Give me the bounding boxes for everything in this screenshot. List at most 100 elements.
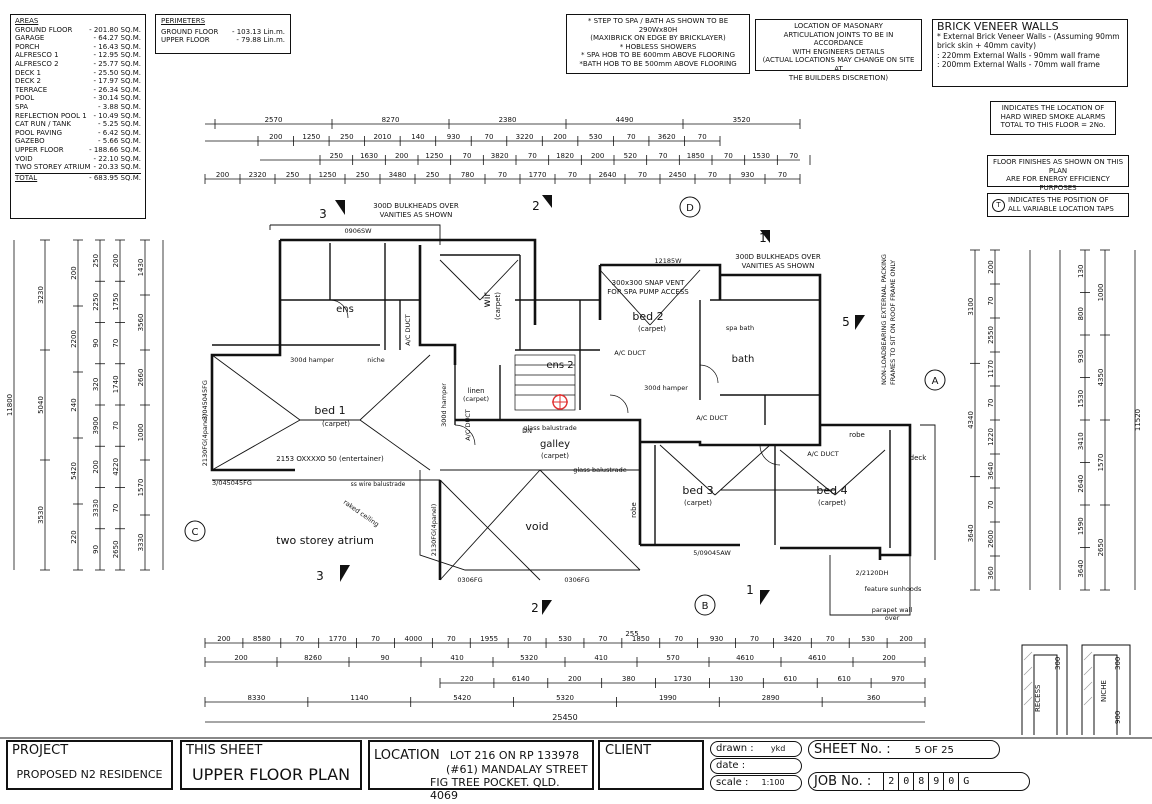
dimension-value: 2660 <box>137 369 145 387</box>
dimension-value: 3640 <box>967 524 975 542</box>
areas-rows: GROUND FLOOR- 201.80 SQ.M.GARAGE- 64.27 … <box>15 26 141 172</box>
dimension-value: 5420 <box>70 462 78 480</box>
dimension-value: 4350 <box>1097 369 1105 387</box>
brick-veneer-line: brick skin + 40mm cavity) <box>937 41 1037 50</box>
dimension-value: 70 <box>295 635 304 643</box>
dimension-value: 200 <box>591 152 604 160</box>
dimension-value: 200 <box>216 171 229 179</box>
areas-row: POOL- 30.14 SQ.M. <box>15 94 141 103</box>
dimension-value: 220 <box>70 530 78 543</box>
bulkhead-note: 300D BULKHEADS OVER <box>373 202 459 210</box>
perimeters-title: PERIMETERS <box>161 17 206 25</box>
area-name: UPPER FLOOR <box>15 145 64 154</box>
niche-label: niche <box>367 356 385 364</box>
room-atrium: two storey atrium <box>276 534 374 547</box>
dimension-value: 930 <box>1077 350 1085 363</box>
vent-note: FOR SPA PUMP ACCESS <box>607 288 689 296</box>
areas-total-label: TOTAL <box>15 173 38 182</box>
dimension-value: 8580 <box>253 635 271 643</box>
job-digit: 2 <box>883 773 898 790</box>
room-void: void <box>525 520 548 533</box>
project-heading: PROJECT <box>12 743 69 758</box>
recess-dim-2: 300 <box>1114 656 1122 670</box>
dimension-value: 3220 <box>516 133 534 141</box>
area-value: - 64.27 SQ.M. <box>93 34 141 43</box>
ac-duct-label: A/C DUCT <box>464 409 472 441</box>
window-label: 2130FG(4panel) <box>201 414 209 467</box>
room-bed1-floor: (carpet) <box>322 420 350 428</box>
areas-row: TWO STOREY ATRIUM- 20.33 SQ.M. <box>15 163 141 172</box>
dimension-value: 1990 <box>659 694 677 702</box>
dimension-value: 90 <box>381 654 390 662</box>
area-name: POOL <box>15 94 35 103</box>
dimension-value: 200 <box>568 675 581 683</box>
dimension-value: 3820 <box>491 152 509 160</box>
hamper-label: 300d hamper <box>644 384 688 392</box>
bulkhead-note: VANITIES AS SHOWN <box>380 211 453 219</box>
dimension-total: 25450 <box>552 713 577 722</box>
section-marker-c: C <box>192 527 199 538</box>
dimension-value: 530 <box>589 133 602 141</box>
area-name: GAZEBO <box>15 137 45 146</box>
ceiling-label: raked ceiling <box>342 498 381 528</box>
dimension-value: 70 <box>485 133 494 141</box>
dimension-value: 5320 <box>556 694 574 702</box>
scale-pill: scale : 1:100 <box>710 775 802 791</box>
areas-title: AREAS <box>15 17 39 25</box>
dimension-value: 70 <box>638 171 647 179</box>
project-value: PROPOSED N2 RESIDENCE <box>16 768 163 781</box>
area-name: CAT RUN / TANK <box>15 120 72 129</box>
dimension-value: 3900 <box>92 417 100 435</box>
dimension-value: 5420 <box>453 694 471 702</box>
room-bed2: bed 2 <box>632 310 663 323</box>
dimension-value: 1955 <box>480 635 498 643</box>
dimension-value: 3330 <box>137 534 145 552</box>
dimension-value: 320 <box>92 378 100 391</box>
taps-note-line: INDICATES THE POSITION OF <box>1008 196 1109 204</box>
dimension-value: 70 <box>750 635 759 643</box>
dimension-value: 70 <box>498 171 507 179</box>
area-value: - 5.25 SQ.M. <box>97 120 141 129</box>
area-value: - 17.97 SQ.M. <box>93 77 141 86</box>
area-name: GROUND FLOOR <box>15 25 73 34</box>
area-name: VOID <box>15 154 33 163</box>
areas-row: ALFRESCO 2- 25.77 SQ.M. <box>15 60 141 69</box>
dimension-value: 1570 <box>1097 454 1105 472</box>
dimension-value: 3230 <box>37 286 45 304</box>
dimension-value: 3520 <box>733 116 751 124</box>
sheet-no-pill: SHEET No. : 5 OF 25 <box>808 740 1000 759</box>
areas-row: POOL PAVING- 6.42 SQ.M. <box>15 129 141 138</box>
section-marker-d: D <box>686 203 694 214</box>
dimension-value: 70 <box>627 133 636 141</box>
dimension-total: 11800 <box>6 394 14 416</box>
section-marker-a: A <box>932 376 939 387</box>
dimension-value: 250 <box>330 152 343 160</box>
dimension-value: 200 <box>395 152 408 160</box>
brick-veneer-line: : 220mm External Walls - 90mm wall frame <box>937 50 1100 60</box>
sunhoods-label: feature sunhoods <box>865 585 922 593</box>
job-digit: 9 <box>928 773 943 790</box>
area-name: SPA <box>15 102 29 111</box>
date-pill: date : <box>710 758 802 774</box>
dimension-value: 90 <box>92 339 100 348</box>
dimension-value: 530 <box>861 635 874 643</box>
area-value: - 25.50 SQ.M. <box>93 68 141 77</box>
area-value: - 6.42 SQ.M. <box>97 128 141 137</box>
dimension-value: 2200 <box>70 330 78 348</box>
dimension-value: 1630 <box>360 152 378 160</box>
area-name: GARAGE <box>15 34 45 43</box>
drawn-value: ykd <box>770 744 786 753</box>
dimension-value: 70 <box>826 635 835 643</box>
step-note-line: * HOBLESS SHOWERS <box>619 42 697 51</box>
area-name: REFLECTION POOL 1 <box>15 111 87 120</box>
room-bed2-floor: (carpet) <box>638 325 666 333</box>
window-label: 3/045045FG <box>212 479 252 487</box>
masonry-note-line: LOCATION OF MASONARY <box>794 22 883 30</box>
step-note-line: * STEP TO SPA / BATH AS SHOWN TO BE 290W… <box>587 17 729 34</box>
dimension-value: 70 <box>778 171 787 179</box>
window-label: 0906SW <box>344 227 372 235</box>
dimension-value: 70 <box>674 635 683 643</box>
